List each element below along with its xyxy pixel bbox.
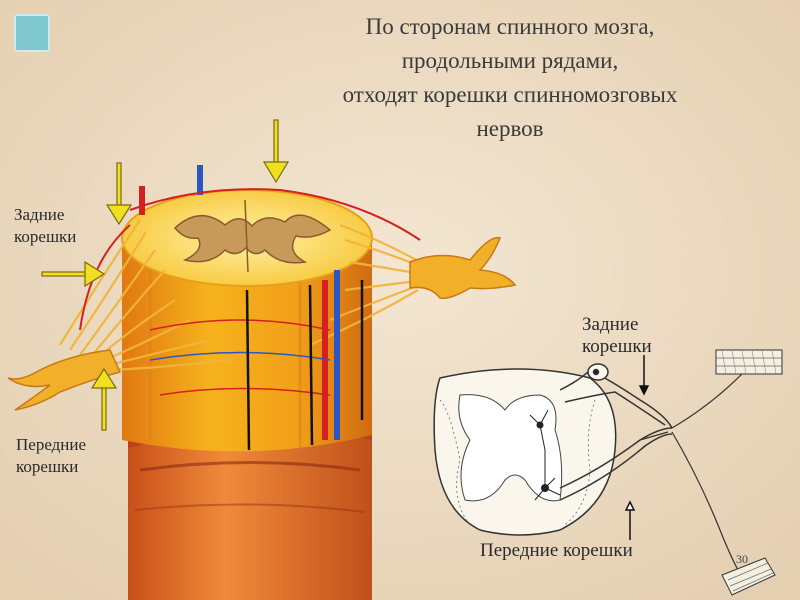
schematic-posterior-root bbox=[559, 363, 673, 429]
label-posterior-roots-left: Задние корешки bbox=[14, 204, 76, 248]
schematic-spinal-nerve bbox=[639, 354, 761, 571]
label-anterior-roots-right: Передние корешки bbox=[480, 540, 633, 562]
label-anterior-right: Передние корешки bbox=[480, 540, 633, 561]
arrow-down-top bbox=[262, 119, 290, 184]
schematic-arrows bbox=[624, 355, 650, 540]
page-number: 30 bbox=[736, 552, 748, 566]
schematic-anterior-root bbox=[559, 427, 673, 501]
pointer-lines bbox=[245, 280, 364, 451]
title-line-3: отходят корешки спинномозговых bbox=[342, 82, 678, 107]
skin-patch-icon bbox=[715, 349, 783, 375]
label-anterior-roots-left: Передние корешки bbox=[16, 434, 86, 478]
label-posterior-right-line1: Задние bbox=[582, 314, 639, 335]
label-anterior-line1: Передние bbox=[16, 435, 87, 454]
accent-square bbox=[14, 14, 50, 52]
schematic-neurons bbox=[529, 409, 561, 501]
right-spinal-nerve bbox=[409, 236, 517, 300]
cross-section-top bbox=[121, 189, 373, 287]
arrow-up-schematic-anterior bbox=[624, 500, 636, 540]
yellow-arrows bbox=[41, 119, 290, 431]
label-posterior-right-line2: корешки bbox=[582, 336, 652, 357]
blood-vessels bbox=[79, 165, 421, 440]
left-spinal-nerve bbox=[7, 349, 122, 411]
arrow-right-posterior bbox=[41, 260, 106, 288]
schematic-cord-outline bbox=[433, 368, 617, 536]
arrow-up-anterior bbox=[90, 367, 118, 431]
label-posterior-line1: Задние bbox=[14, 205, 65, 224]
muscle-patch-icon bbox=[721, 557, 776, 596]
label-posterior-line2: корешки bbox=[14, 227, 77, 246]
left-nerve-roots bbox=[59, 219, 231, 372]
slide-title: По сторонам спинного мозга, продольными … bbox=[250, 10, 770, 146]
arrow-down-schematic-posterior bbox=[638, 355, 650, 396]
title-line-2: продольными рядами, bbox=[401, 48, 619, 73]
title-line-4: нервов bbox=[476, 116, 544, 141]
label-anterior-line2: корешки bbox=[16, 457, 79, 476]
label-posterior-roots-right: Задние корешки bbox=[582, 314, 652, 358]
arrow-down-left bbox=[105, 162, 133, 226]
title-line-1: По сторонам спинного мозга, bbox=[365, 14, 655, 39]
